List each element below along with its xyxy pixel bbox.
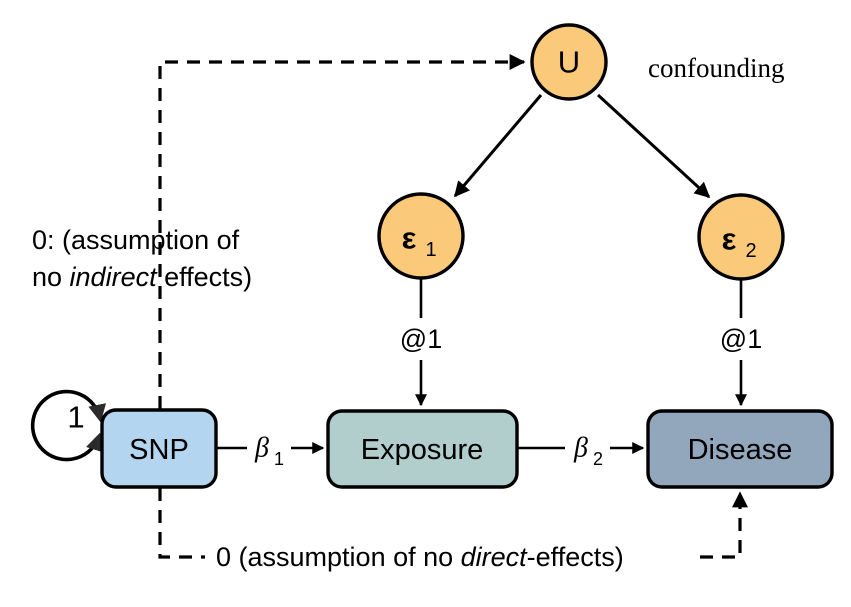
edge-confounder-to-error1	[453, 94, 543, 198]
node-exposure[interactable]: Exposure	[326, 409, 519, 489]
direct-effects-emphasis: direct	[461, 542, 529, 572]
indirect-effects-line1: 0: (assumption of	[32, 225, 240, 255]
beta1-symbol: β	[254, 433, 269, 464]
node-snp-label: SNP	[129, 434, 189, 466]
edge-snp-self-loop	[30, 389, 107, 462]
indirect-effects-emphasis: indirect	[70, 262, 159, 292]
indirect-effects-prefix: no	[32, 262, 70, 292]
error1-variance-label: @1	[400, 324, 442, 354]
node-error1-label: ε	[402, 221, 417, 256]
direct-effects-suffix: -effects)	[527, 542, 624, 572]
node-disease-label: Disease	[688, 434, 793, 466]
node-error1-subscript: 1	[425, 239, 436, 261]
edge-snp-to-disease	[158, 488, 748, 559]
node-snp[interactable]: SNP	[100, 408, 218, 489]
indirect-effects-line2: no indirect effects)	[32, 262, 252, 292]
confounding-label: confounding	[648, 53, 784, 83]
beta2-symbol: β	[573, 433, 588, 464]
node-error1[interactable]: ε 1	[377, 192, 465, 280]
indirect-effects-annotation: 0: (assumption of no indirect effects)	[32, 225, 252, 292]
node-confounder[interactable]: U	[530, 23, 608, 101]
node-error2-subscript: 2	[745, 240, 756, 262]
error2-variance-label: @1	[720, 324, 762, 354]
node-confounder-label: U	[558, 45, 580, 80]
node-error2-label: ε	[722, 222, 737, 257]
node-error2[interactable]: ε 2	[697, 193, 785, 281]
node-disease[interactable]: Disease	[646, 409, 834, 489]
beta1-subscript: 1	[274, 449, 284, 469]
beta1-label: β 1	[254, 433, 284, 470]
indirect-effects-suffix: effects)	[157, 262, 253, 292]
direct-effects-annotation: 0 (assumption of no direct-effects)	[216, 542, 624, 572]
direct-effects-prefix: 0 (assumption of no	[216, 542, 461, 572]
self-loop-variance-label: 1	[67, 400, 84, 435]
beta2-subscript: 2	[593, 449, 603, 469]
beta2-label: β 2	[573, 433, 603, 470]
edge-snp-to-confounder	[158, 54, 526, 409]
node-exposure-label: Exposure	[361, 434, 484, 466]
edge-confounder-to-error2	[596, 93, 711, 199]
